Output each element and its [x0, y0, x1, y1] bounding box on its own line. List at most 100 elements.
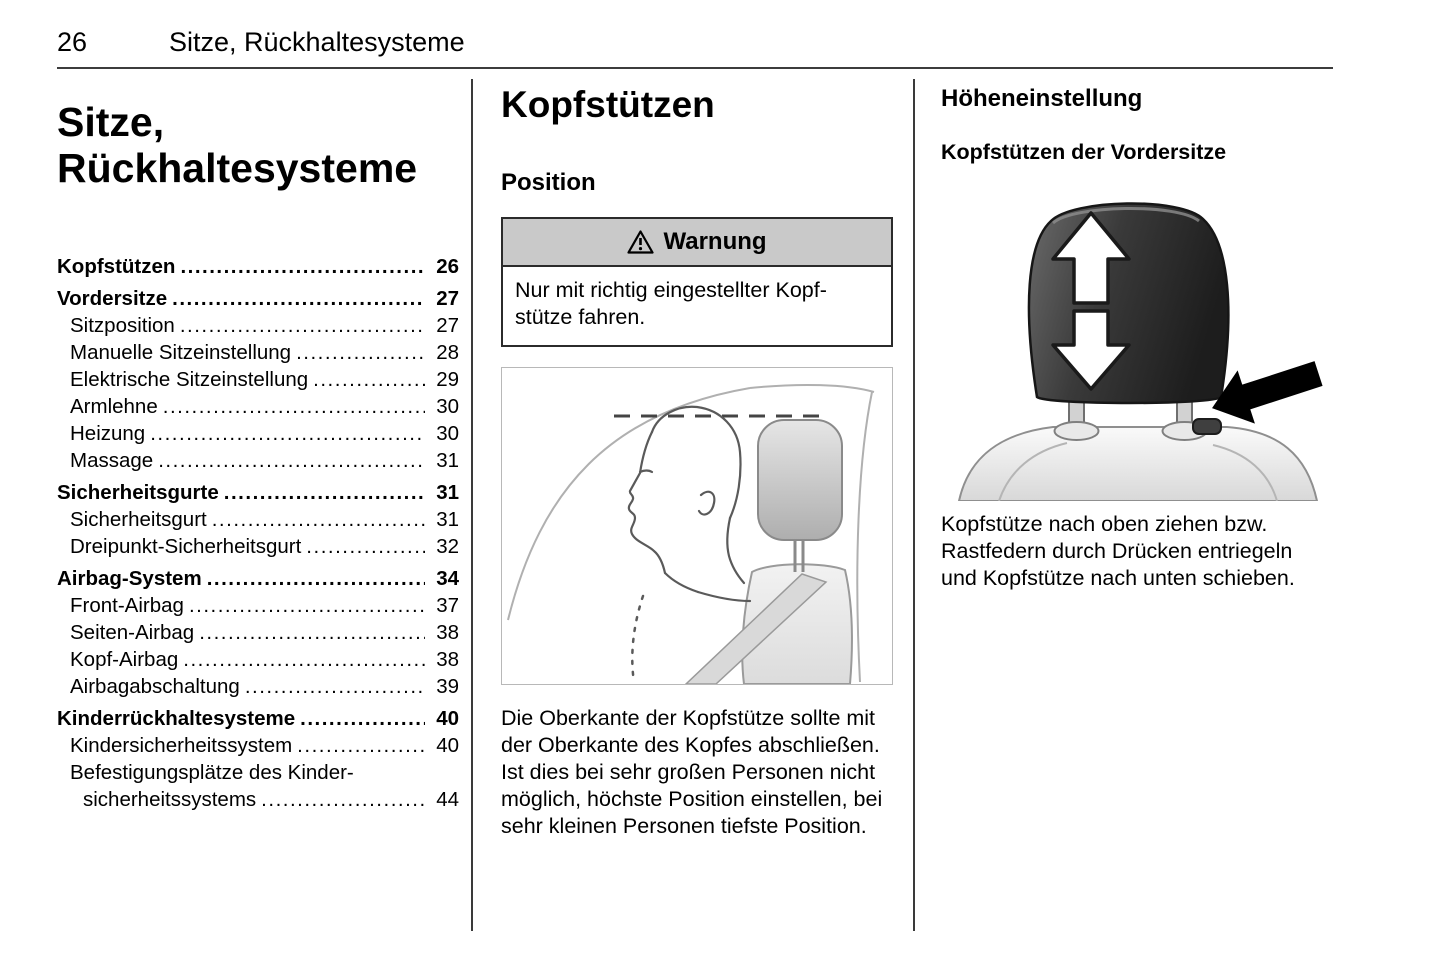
warning-text: Nur mit richtig eingestellter Kopf- stüt… — [503, 267, 891, 345]
header-rule — [57, 67, 1333, 69]
figure-headrest-post — [793, 540, 805, 572]
toc-entry-label: Sitzposition — [70, 314, 175, 337]
toc-entry: Seiten-Airbag 38 — [57, 619, 459, 646]
toc-entry: Kopf-Airbag 38 — [57, 646, 459, 673]
toc-leader-dots — [150, 420, 425, 447]
toc-entry-label: Befestigungsplätze des Kinder- — [70, 761, 354, 784]
chapter-title-line1: Sitze, — [57, 99, 165, 145]
toc-entry-label: Sicherheitsgurte — [57, 481, 219, 504]
toc-entry: Manuelle Sitzeinstellung 28 — [57, 339, 459, 366]
chapter-title-line2: Rückhaltesysteme — [57, 145, 418, 191]
toc-entry-page: 38 — [436, 648, 459, 671]
toc-entry: Airbagabschaltung 39 — [57, 673, 459, 700]
toc-entry: Front-Airbag 37 — [57, 592, 459, 619]
subsection-heading-position: Position — [501, 169, 596, 196]
toc-leader-dots — [224, 479, 425, 506]
toc-entry-page: 27 — [436, 314, 459, 337]
toc-entry-label: Airbagabschaltung — [70, 675, 240, 698]
toc-leader-dots — [296, 339, 425, 366]
toc-entry-page: 26 — [436, 255, 459, 278]
toc-entry-page: 40 — [436, 734, 459, 757]
toc-entry: Armlehne 30 — [57, 393, 459, 420]
kopfstuetzen-column: Kopfstützen Position Warnung Nur mit ric… — [473, 79, 893, 931]
toc-leader-dots — [207, 565, 425, 592]
toc-entry-page: 32 — [436, 535, 459, 558]
toc-entry-page: 31 — [436, 481, 459, 504]
toc-entry-label: Armlehne — [70, 395, 158, 418]
warning-header: Warnung — [503, 219, 891, 267]
toc-entry: Sitzposition 27 — [57, 312, 459, 339]
toc-entry: Dreipunkt-Sicherheitsgurt 32 — [57, 533, 459, 560]
toc-leader-dots — [306, 533, 425, 560]
toc-entry-label: Kinderrückhaltesysteme — [57, 707, 296, 730]
down-arrow-icon — [1051, 309, 1131, 391]
toc-leader-dots — [183, 646, 425, 673]
warning-title: Warnung — [663, 228, 767, 255]
toc-leader-dots — [297, 732, 425, 759]
toc-entry-page: 44 — [436, 788, 459, 811]
toc-entry: Kopfstützen 26 — [57, 253, 459, 280]
toc-entry-label: Seiten-Airbag — [70, 621, 195, 644]
warning-text-line1: Nur mit richtig eingestellter Kopf- — [515, 278, 827, 302]
toc-entry: Massage31 — [57, 447, 459, 474]
headrest-adjustment-illustration — [941, 179, 1333, 502]
toc-entry-page: 39 — [436, 675, 459, 698]
toc-leader-dots — [189, 592, 425, 619]
figure-headrest — [757, 419, 843, 541]
toc-leader-dots — [180, 312, 425, 339]
position-body-text: Die Oberkante der Kopfstütze sollte mit … — [501, 706, 883, 838]
toc-entry-label: Kopf-Airbag — [70, 648, 179, 671]
page-header: 26 Sitze, Rückhaltesysteme — [0, 0, 1445, 58]
toc-entry-page: 28 — [436, 341, 459, 364]
headrest-position-illustration — [501, 367, 893, 685]
post-guide-left — [1053, 421, 1100, 441]
up-arrow-icon — [1051, 211, 1131, 305]
toc-entry: Heizung 30 — [57, 420, 459, 447]
toc-entry-label: Heizung — [70, 422, 146, 445]
chapter-title: Sitze, Rückhaltesysteme — [57, 99, 459, 191]
toc-entry-label: Dreipunkt-Sicherheitsgurt — [70, 535, 302, 558]
toc-entry-page: 27 — [436, 287, 459, 310]
toc-entry-page: 30 — [436, 422, 459, 445]
toc-entry-page: 40 — [436, 707, 459, 730]
page-number: 26 — [57, 27, 88, 57]
toc-entry-label: sicherheitssystems — [83, 788, 257, 811]
column-divider — [471, 79, 473, 931]
toc-entry: Kinderrückhaltesysteme 40 — [57, 705, 459, 732]
toc-entry: Sicherheitsgurte 31 — [57, 479, 459, 506]
toc-entry-label: Manuelle Sitzeinstellung — [70, 341, 292, 364]
page-columns: Sitze, Rückhaltesysteme Kopfstützen 26Vor… — [0, 79, 1445, 931]
toc-entry-label: Sicherheitsgurt — [70, 508, 207, 531]
toc-entry-page: 31 — [436, 508, 459, 531]
toc-entry-page: 34 — [436, 567, 459, 590]
toc-leader-dots — [158, 447, 425, 474]
toc-leader-dots — [300, 705, 425, 732]
toc-entry: Kindersicherheitssystem 40 — [57, 732, 459, 759]
toc-entry: Sicherheitsgurt 31 — [57, 506, 459, 533]
toc: Kopfstützen 26Vordersitze27Sitzposition 27… — [57, 253, 459, 813]
figure-person — [627, 405, 752, 684]
toc-entry-page: 37 — [436, 594, 459, 617]
pointer-arrow-icon — [1212, 361, 1323, 424]
warning-icon — [627, 230, 655, 254]
toc-entry-page: 38 — [436, 621, 459, 644]
toc-entry-label: Kindersicherheitssystem — [70, 734, 293, 757]
headrest — [1027, 202, 1230, 405]
section-heading-kopfstuetzen: Kopfstützen — [501, 84, 715, 125]
hoeheneinstellung-column: Höheneinstellung Kopfstützen der Vorders… — [915, 79, 1333, 931]
toc-leader-dots — [180, 253, 425, 280]
toc-entry: Airbag-System34 — [57, 565, 459, 592]
release-button — [1192, 418, 1222, 435]
subsection-heading-vordersitze: Kopfstützen der Vordersitze — [941, 140, 1227, 164]
toc-entry-label: Elektrische Sitzeinstellung — [70, 368, 309, 391]
toc-entry-label: Front-Airbag — [70, 594, 184, 617]
toc-entry: Vordersitze27 — [57, 285, 459, 312]
toc-entry: Befestigungsplätze des Kinder- — [57, 759, 459, 786]
toc-entry-label: Kopfstützen — [57, 255, 176, 278]
toc-leader-dots — [163, 393, 425, 420]
subsection-heading-hoeheneinstellung: Höheneinstellung — [941, 85, 1143, 112]
toc-entry-page: 30 — [436, 395, 459, 418]
toc-entry: sicherheitssystems 44 — [57, 786, 459, 813]
seat-top — [957, 426, 1319, 502]
